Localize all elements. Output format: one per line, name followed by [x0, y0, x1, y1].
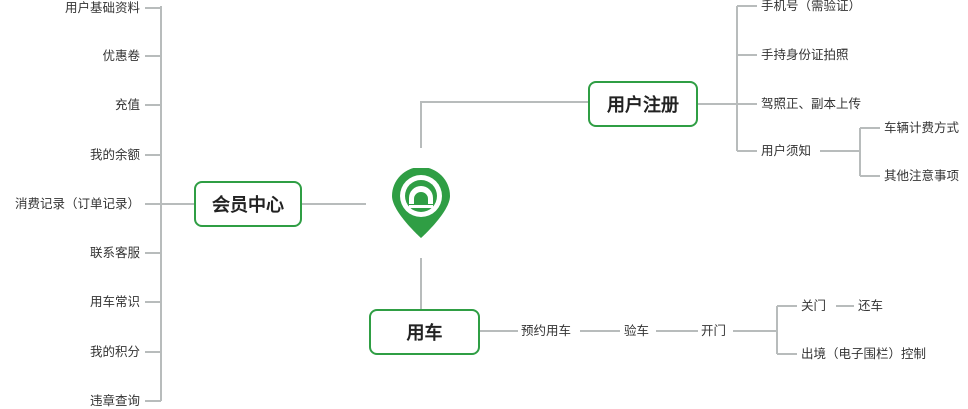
map-pin-logo-icon [392, 168, 450, 238]
member-item-coupon: 优惠卷 [100, 48, 142, 64]
member-item-support: 联系客服 [87, 245, 142, 261]
register-item-id-photo: 手持身份证拍照 [759, 47, 851, 63]
car-flow-inspect: 验车 [622, 323, 652, 339]
member-center-node: 会员中心 [194, 181, 302, 227]
register-item-notice: 用户须知 [759, 143, 814, 159]
member-item-violations: 违章查询 [87, 393, 142, 409]
close-item-return-car: 还车 [856, 298, 886, 314]
open-item-close-door: 关门 [799, 298, 829, 314]
open-item-geofence: 出境（电子围栏）控制 [799, 346, 929, 362]
car-flow-open-door: 开门 [699, 323, 729, 339]
member-item-recharge: 充值 [112, 97, 142, 113]
user-register-node: 用户注册 [588, 81, 698, 127]
car-use-node: 用车 [369, 309, 480, 355]
notice-item-other: 其他注意事项 [882, 168, 962, 184]
user-register-title: 用户注册 [607, 95, 679, 116]
car-use-title: 用车 [406, 323, 443, 344]
notice-item-billing: 车辆计费方式 [882, 120, 962, 136]
member-item-orders: 消费记录（订单记录） [12, 196, 142, 212]
car-flow-reserve: 预约用车 [519, 323, 574, 339]
register-item-license: 驾照正、副本上传 [759, 96, 864, 112]
member-item-balance: 我的余额 [87, 147, 142, 163]
register-item-phone: 手机号（需验证） [759, 0, 864, 14]
member-item-profile: 用户基础资料 [62, 0, 142, 16]
member-item-points: 我的积分 [87, 344, 142, 360]
member-center-title: 会员中心 [212, 195, 284, 216]
member-item-car-tips: 用车常识 [87, 294, 142, 310]
center-to-register-line [420, 101, 588, 148]
